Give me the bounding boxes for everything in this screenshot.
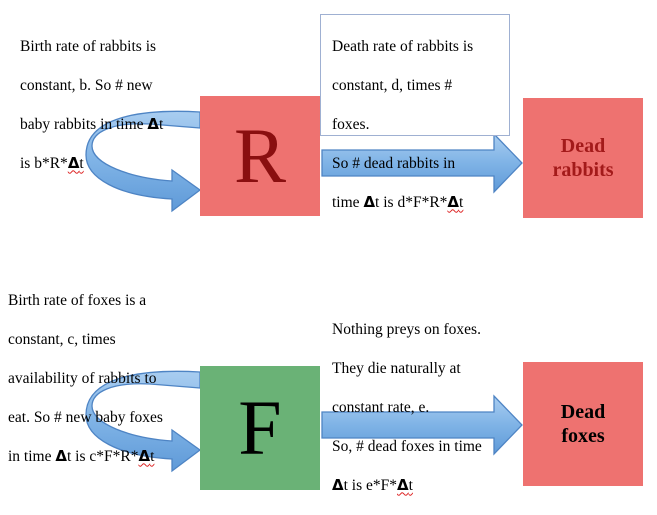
delta-symbol: Δ: [147, 114, 160, 133]
rabbit-death-line-4: So # dead rabbits in: [332, 154, 456, 172]
dead-rabbits-box: Dead rabbits: [523, 98, 643, 218]
dead-foxes-label-1: Dead: [560, 401, 606, 423]
dead-rabbits-label-2: rabbits: [552, 159, 614, 181]
rabbit-birth-line-2: constant, b. So # new: [20, 76, 153, 94]
fox-death-line-4: So, # dead foxes in time: [332, 437, 482, 455]
delta-symbol: Δ: [332, 475, 344, 494]
fox-death-arrow: [321, 394, 523, 456]
fox-population-box: F: [200, 366, 320, 490]
rabbit-birth-line-3: baby rabbits in time Δt: [20, 114, 164, 133]
rabbit-death-line-2: constant, d, times #: [332, 76, 453, 94]
rabbit-death-line-1: Death rate of rabbits is: [332, 37, 474, 55]
rabbit-death-text: Death rate of rabbits is constant, d, ti…: [332, 17, 510, 232]
fox-death-text: Nothing preys on foxes. They die natural…: [332, 300, 522, 515]
rabbit-population-box: R: [200, 96, 320, 216]
delta-symbol: Δ: [138, 446, 151, 465]
rabbit-death-line-3: foxes.: [332, 115, 370, 133]
rabbit-death-arrow: [321, 132, 523, 194]
delta-symbol: Δ: [55, 446, 67, 465]
rabbit-death-line-5: time Δt is d*F*R*Δt: [332, 192, 464, 211]
rabbit-birth-text: Birth rate of rabbits is constant, b. So…: [20, 17, 200, 193]
fox-death-line-3: constant rate, e.: [332, 398, 430, 416]
flow-arrows: [85, 110, 523, 473]
fox-birth-line-1: Birth rate of foxes is a: [8, 291, 147, 309]
fox-death-line-2: They die naturally at: [332, 359, 461, 377]
fox-birth-text: Birth rate of foxes is a constant, c, ti…: [8, 271, 203, 486]
fox-death-line-1: Nothing preys on foxes.: [332, 320, 481, 338]
rabbit-birth-line-4: is b*R*Δt: [20, 153, 84, 172]
rabbit-population-letter: R: [233, 112, 287, 199]
fox-birth-line-2: constant, c, times: [8, 330, 116, 348]
rabbit-birth-line-1: Birth rate of rabbits is: [20, 37, 157, 55]
rabbit-death-textbox: [320, 14, 510, 136]
dead-rabbits-label-1: Dead: [560, 135, 606, 157]
fox-birth-line-3: availability of rabbits to: [8, 369, 157, 387]
fox-birth-loop-arrow: [85, 370, 202, 473]
dead-foxes-box: Dead foxes: [523, 362, 643, 486]
delta-symbol: Δ: [67, 153, 80, 172]
delta-symbol: Δ: [397, 475, 409, 494]
dead-foxes-label-2: foxes: [561, 425, 605, 447]
fox-population-letter: F: [238, 384, 282, 471]
delta-symbol: Δ: [447, 192, 460, 211]
fox-death-line-5: Δt is e*F*Δt: [332, 475, 413, 494]
fox-birth-line-5: in time Δt is c*F*R*Δt: [8, 446, 155, 465]
delta-symbol: Δ: [363, 192, 376, 211]
fox-birth-line-4: eat. So # new baby foxes: [8, 408, 163, 426]
rabbit-birth-loop-arrow: [85, 110, 202, 213]
